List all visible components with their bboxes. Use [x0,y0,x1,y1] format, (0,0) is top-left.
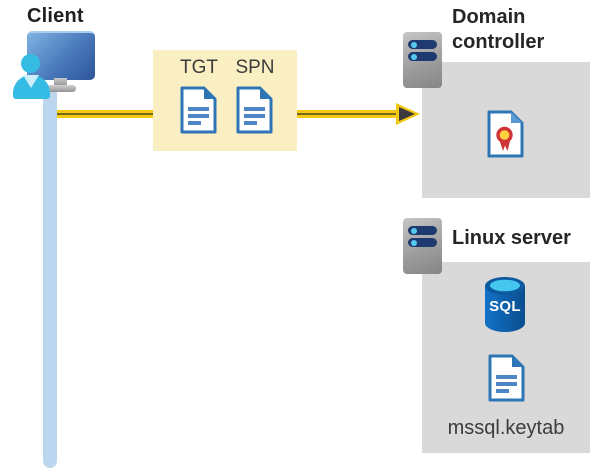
ticket-box: TGT SPN [153,50,297,151]
spn-label: SPN [235,57,275,78]
server-led [411,41,417,48]
keytab-filename-label: mssql.keytab [447,417,565,439]
domain-controller-server-icon [403,32,442,88]
certificate-icon [487,110,524,158]
server-drive-bay [408,226,437,235]
monitor-icon [27,31,95,80]
sql-database-icon: SQL [485,277,525,332]
auth-flow-arrowhead-core [399,107,415,121]
server-drive-bay [408,238,437,247]
sql-label: SQL [489,298,521,315]
server-drive-bay [408,40,437,49]
client-title: Client [27,5,84,27]
server-led [411,239,417,246]
keytab-document-icon [488,354,525,402]
monitor-base [45,85,76,92]
server-led [411,227,417,234]
server-drive-bay [408,52,437,61]
linux-server-title: Linux server [452,227,571,249]
domain-controller-title: Domain controller [452,6,545,53]
person-collar [23,75,39,88]
server-led [411,53,417,60]
linux-server-icon [403,218,442,274]
monitor-stand [54,78,67,87]
person-icon [21,54,40,73]
spn-document-icon [236,86,273,134]
tgt-label: TGT [180,57,218,78]
client-lifeline [43,91,57,468]
tgt-document-icon [180,86,217,134]
